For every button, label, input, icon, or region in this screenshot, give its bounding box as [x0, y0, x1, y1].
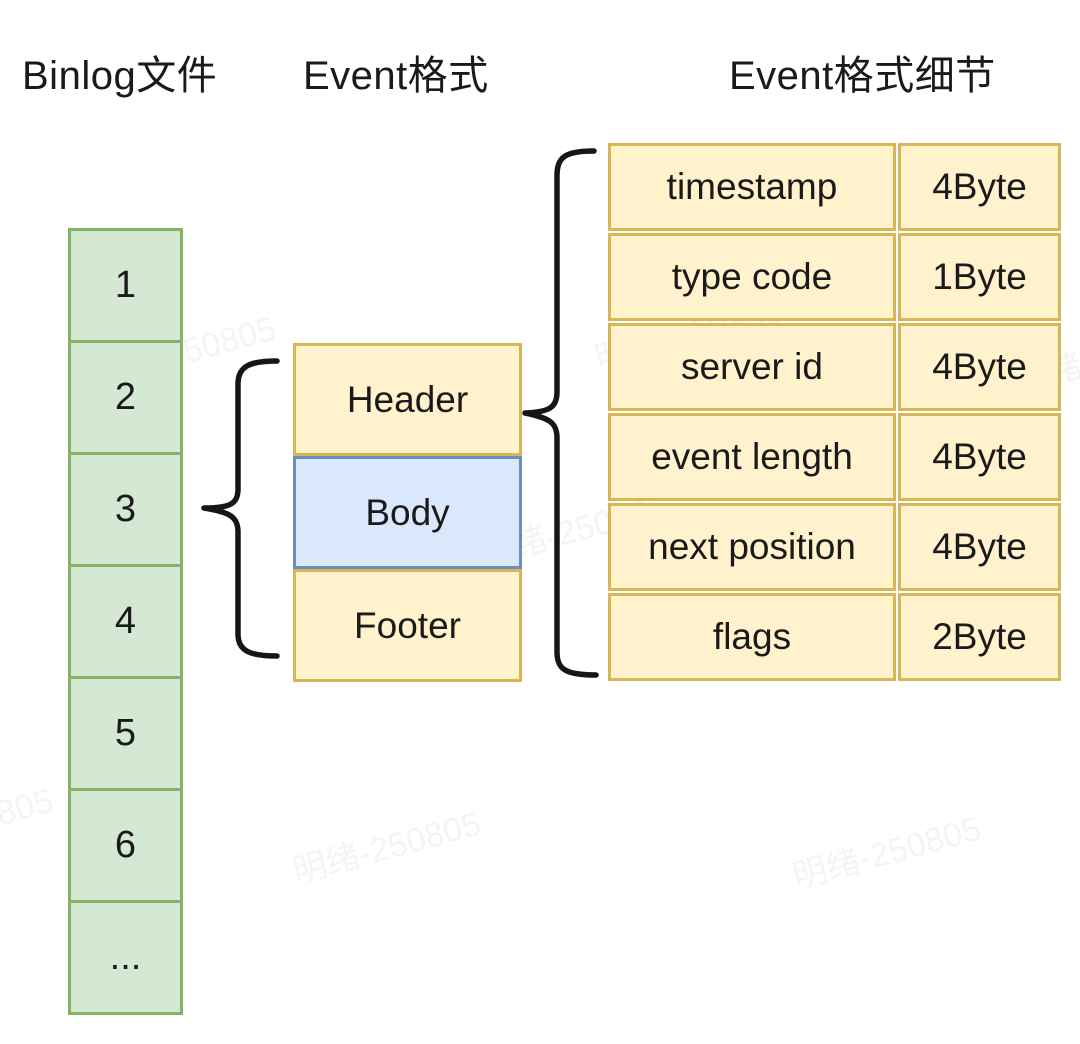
detail-field-next-position: next position [608, 503, 896, 591]
event-format-box: Header Body Footer [293, 343, 522, 682]
title-event-format: Event格式 [303, 54, 489, 98]
left-brace [201, 358, 280, 659]
binlog-cell-2: 2 [68, 343, 183, 455]
title-event-format-detail: Event格式细节 [729, 54, 996, 98]
detail-field-flags: flags [608, 593, 896, 681]
binlog-cell-3: 3 [68, 455, 183, 567]
detail-field-type-code: type code [608, 233, 896, 321]
binlog-cell-6: 6 [68, 791, 183, 903]
detail-size-timestamp: 4Byte [898, 143, 1061, 231]
detail-field-timestamp: timestamp [608, 143, 896, 231]
detail-size-server-id: 4Byte [898, 323, 1061, 411]
watermark: 明绪-250805 [287, 796, 486, 893]
detail-size-flags: 2Byte [898, 593, 1061, 681]
event-header-row: Header [293, 343, 522, 456]
detail-field-event-length: event length [608, 413, 896, 501]
binlog-cell-5: 5 [68, 679, 183, 791]
binlog-cell-1: 1 [68, 228, 183, 343]
event-footer-row: Footer [293, 569, 522, 682]
right-brace [522, 148, 599, 678]
detail-size-event-length: 4Byte [898, 413, 1061, 501]
detail-size-next-position: 4Byte [898, 503, 1061, 591]
watermark: 明绪-250805 [787, 801, 986, 898]
detail-field-server-id: server id [608, 323, 896, 411]
detail-size-type-code: 1Byte [898, 233, 1061, 321]
binlog-file-column: 1 2 3 4 5 6 ... [68, 228, 183, 1015]
event-detail-table: timestamp 4Byte type code 1Byte server i… [608, 143, 1061, 681]
watermark: 明绪-250805 [0, 773, 58, 870]
event-body-row: Body [293, 456, 522, 569]
binlog-cell-more: ... [68, 903, 183, 1015]
title-binlog-file: Binlog文件 [22, 54, 218, 98]
binlog-cell-4: 4 [68, 567, 183, 679]
